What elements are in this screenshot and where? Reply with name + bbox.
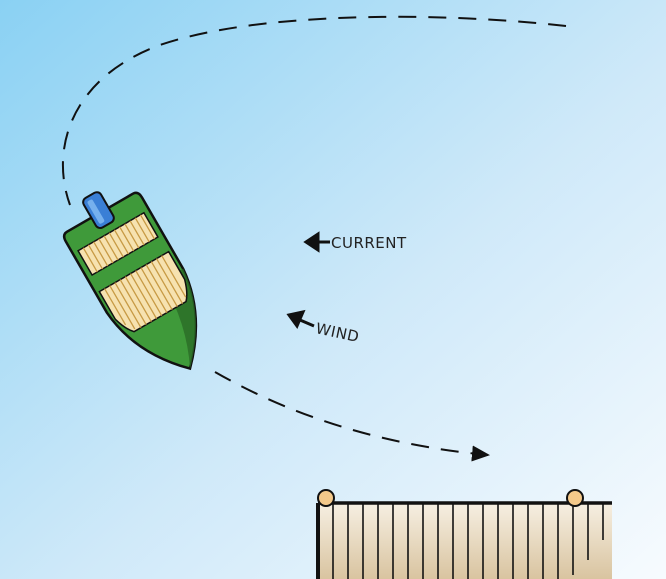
approach-path-lower (214, 371, 490, 462)
current-arrow-icon (303, 231, 330, 253)
approach-path-upper (61, 15, 567, 206)
current-label: CURRENT (331, 234, 407, 252)
bollard-icon (317, 489, 335, 507)
current-indicator: CURRENT (303, 231, 407, 253)
front-deck (98, 250, 188, 333)
rear-deck (77, 211, 159, 277)
boat-icon (62, 191, 198, 371)
bollard-icon (566, 489, 584, 507)
wind-arrow-icon (286, 309, 315, 330)
dock-icon (316, 489, 612, 579)
